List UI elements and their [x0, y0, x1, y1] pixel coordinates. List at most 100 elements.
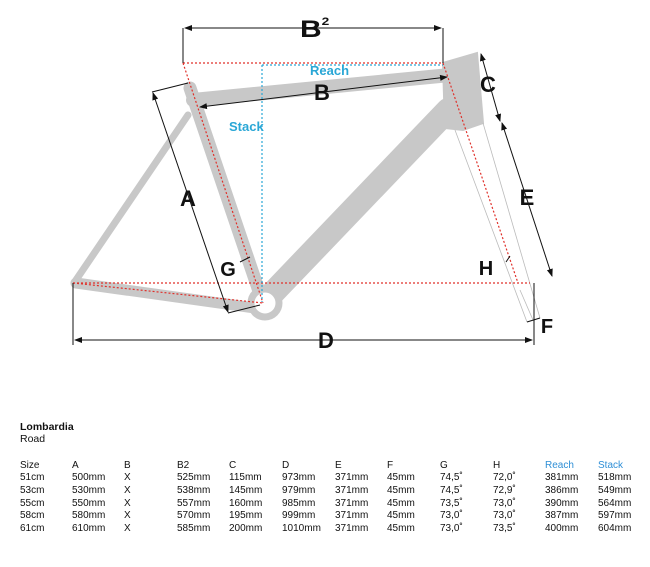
column-header-size: Size — [20, 459, 40, 471]
table-cell: 73,0˚ — [493, 497, 516, 509]
table-cell: 557mm — [177, 497, 211, 509]
column-header-h: H — [493, 459, 501, 471]
table-cell: 386mm — [545, 484, 579, 496]
table-cell: 550mm — [72, 497, 106, 509]
column-header-c: C — [229, 459, 237, 471]
column-header-reach: Reach — [545, 459, 574, 471]
table-cell: 564mm — [598, 497, 632, 509]
table-cell: 73,0˚ — [440, 510, 463, 522]
table-cell: 387mm — [545, 510, 579, 522]
table-cell: 160mm — [229, 497, 263, 509]
bike-frame — [70, 51, 485, 321]
table-cell: 73,5˚ — [440, 497, 463, 509]
column-header-b2: B2 — [177, 459, 190, 471]
table-row: 58cm 580mm X 570mm 195mm 999mm 371mm 45mm 73,0˚ 7… — [20, 509, 643, 522]
table-cell: 530mm — [72, 484, 106, 496]
dimension-label-g: G — [220, 259, 236, 281]
table-cell: 390mm — [545, 497, 579, 509]
table-cell: 371mm — [335, 522, 369, 534]
dimension-label-e: E — [520, 185, 535, 210]
table-cell: 538mm — [177, 484, 211, 496]
table-cell: 73,0˚ — [493, 510, 516, 522]
dimension-label-b: B — [314, 80, 330, 105]
table-cell: X — [124, 522, 131, 534]
table-cell: 381mm — [545, 472, 579, 484]
table-cell: 55cm — [20, 497, 45, 509]
dimension-label-f: F — [541, 316, 553, 338]
dimension-label-d: D — [318, 328, 334, 353]
table-cell: 51cm — [20, 472, 45, 484]
table-row: 53cm 530mm X 538mm 145mm 979mm 371mm 45mm 74,5˚ 7… — [20, 484, 643, 497]
table-cell: 45mm — [387, 472, 415, 484]
table-cell: 999mm — [282, 510, 316, 522]
table-cell: 45mm — [387, 510, 415, 522]
table-cell: 985mm — [282, 497, 316, 509]
table-cell: 549mm — [598, 484, 632, 496]
seat-stay — [72, 111, 192, 284]
model-category: Road — [20, 433, 46, 445]
dimension-lines — [72, 25, 553, 345]
dimension-label-h: H — [479, 258, 493, 280]
bottom-bracket — [247, 285, 283, 321]
table-cell: 604mm — [598, 522, 632, 534]
table-cell: 115mm — [229, 472, 262, 484]
table-cell: 74,5˚ — [440, 484, 463, 496]
table-cell: X — [124, 497, 131, 509]
blue-reference-lines — [261, 64, 443, 302]
frame-geometry-diagram: B2 Reach Stack B A C E G H D F — [70, 15, 553, 353]
table-cell: X — [124, 484, 131, 496]
model-name: Lombardia — [20, 421, 74, 433]
table-cell: 45mm — [387, 497, 415, 509]
chain-stay — [70, 277, 261, 314]
table-cell: 45mm — [387, 484, 415, 496]
column-header-g: G — [440, 459, 448, 471]
table-cell: 72,0˚ — [493, 472, 516, 484]
dimension-label-c: C — [480, 72, 496, 97]
table-cell: 45mm — [387, 522, 415, 534]
stack-label: Stack — [229, 119, 264, 134]
column-header-e: E — [335, 459, 342, 471]
table-cell: 58cm — [20, 510, 45, 522]
table-cell: 195mm — [229, 510, 263, 522]
table-row: 61cm 610mm X 585mm 200mm 1010mm 371mm 45mm 73,0˚… — [20, 522, 643, 535]
table-cell: 371mm — [335, 510, 369, 522]
down-tube — [256, 98, 460, 310]
table-cell: 53cm — [20, 484, 45, 496]
table-row: 55cm 550mm X 557mm 160mm 985mm 371mm 45mm 73,5˚ 7… — [20, 497, 643, 510]
table-cell: 145mm — [229, 484, 263, 496]
table-cell: 200mm — [229, 522, 263, 534]
table-cell: 597mm — [598, 510, 632, 522]
table-cell: 973mm — [282, 472, 316, 484]
table-cell: 72,9˚ — [493, 484, 516, 496]
column-header-stack: Stack — [598, 459, 624, 471]
table-cell: 580mm — [72, 510, 106, 522]
dimension-label-b2: B2 — [300, 15, 329, 42]
dimension-label-a: A — [180, 186, 196, 211]
table-cell: 73,0˚ — [440, 522, 463, 534]
table-cell: 500mm — [72, 472, 106, 484]
head-tube — [441, 51, 485, 132]
table-cell: 73,5˚ — [493, 522, 516, 534]
table-cell: 570mm — [177, 510, 211, 522]
table-cell: 585mm — [177, 522, 211, 534]
table-cell: 61cm — [20, 522, 45, 534]
table-cell: 525mm — [177, 472, 211, 484]
table-cell: 371mm — [335, 497, 369, 509]
model-info: Lombardia Road — [20, 421, 74, 445]
table-cell: X — [124, 472, 131, 484]
column-header-b: B — [124, 459, 131, 471]
table-cell: 610mm — [72, 522, 106, 534]
table-cell: 400mm — [545, 522, 579, 534]
reach-label: Reach — [310, 63, 349, 78]
table-cell: X — [124, 510, 131, 522]
column-header-f: F — [387, 459, 394, 471]
table-cell: 979mm — [282, 484, 316, 496]
column-header-a: A — [72, 459, 79, 471]
table-cell: 371mm — [335, 484, 369, 496]
table-cell: 371mm — [335, 472, 369, 484]
table-cell: 518mm — [598, 472, 632, 484]
table-cell: 1010mm — [282, 522, 321, 534]
